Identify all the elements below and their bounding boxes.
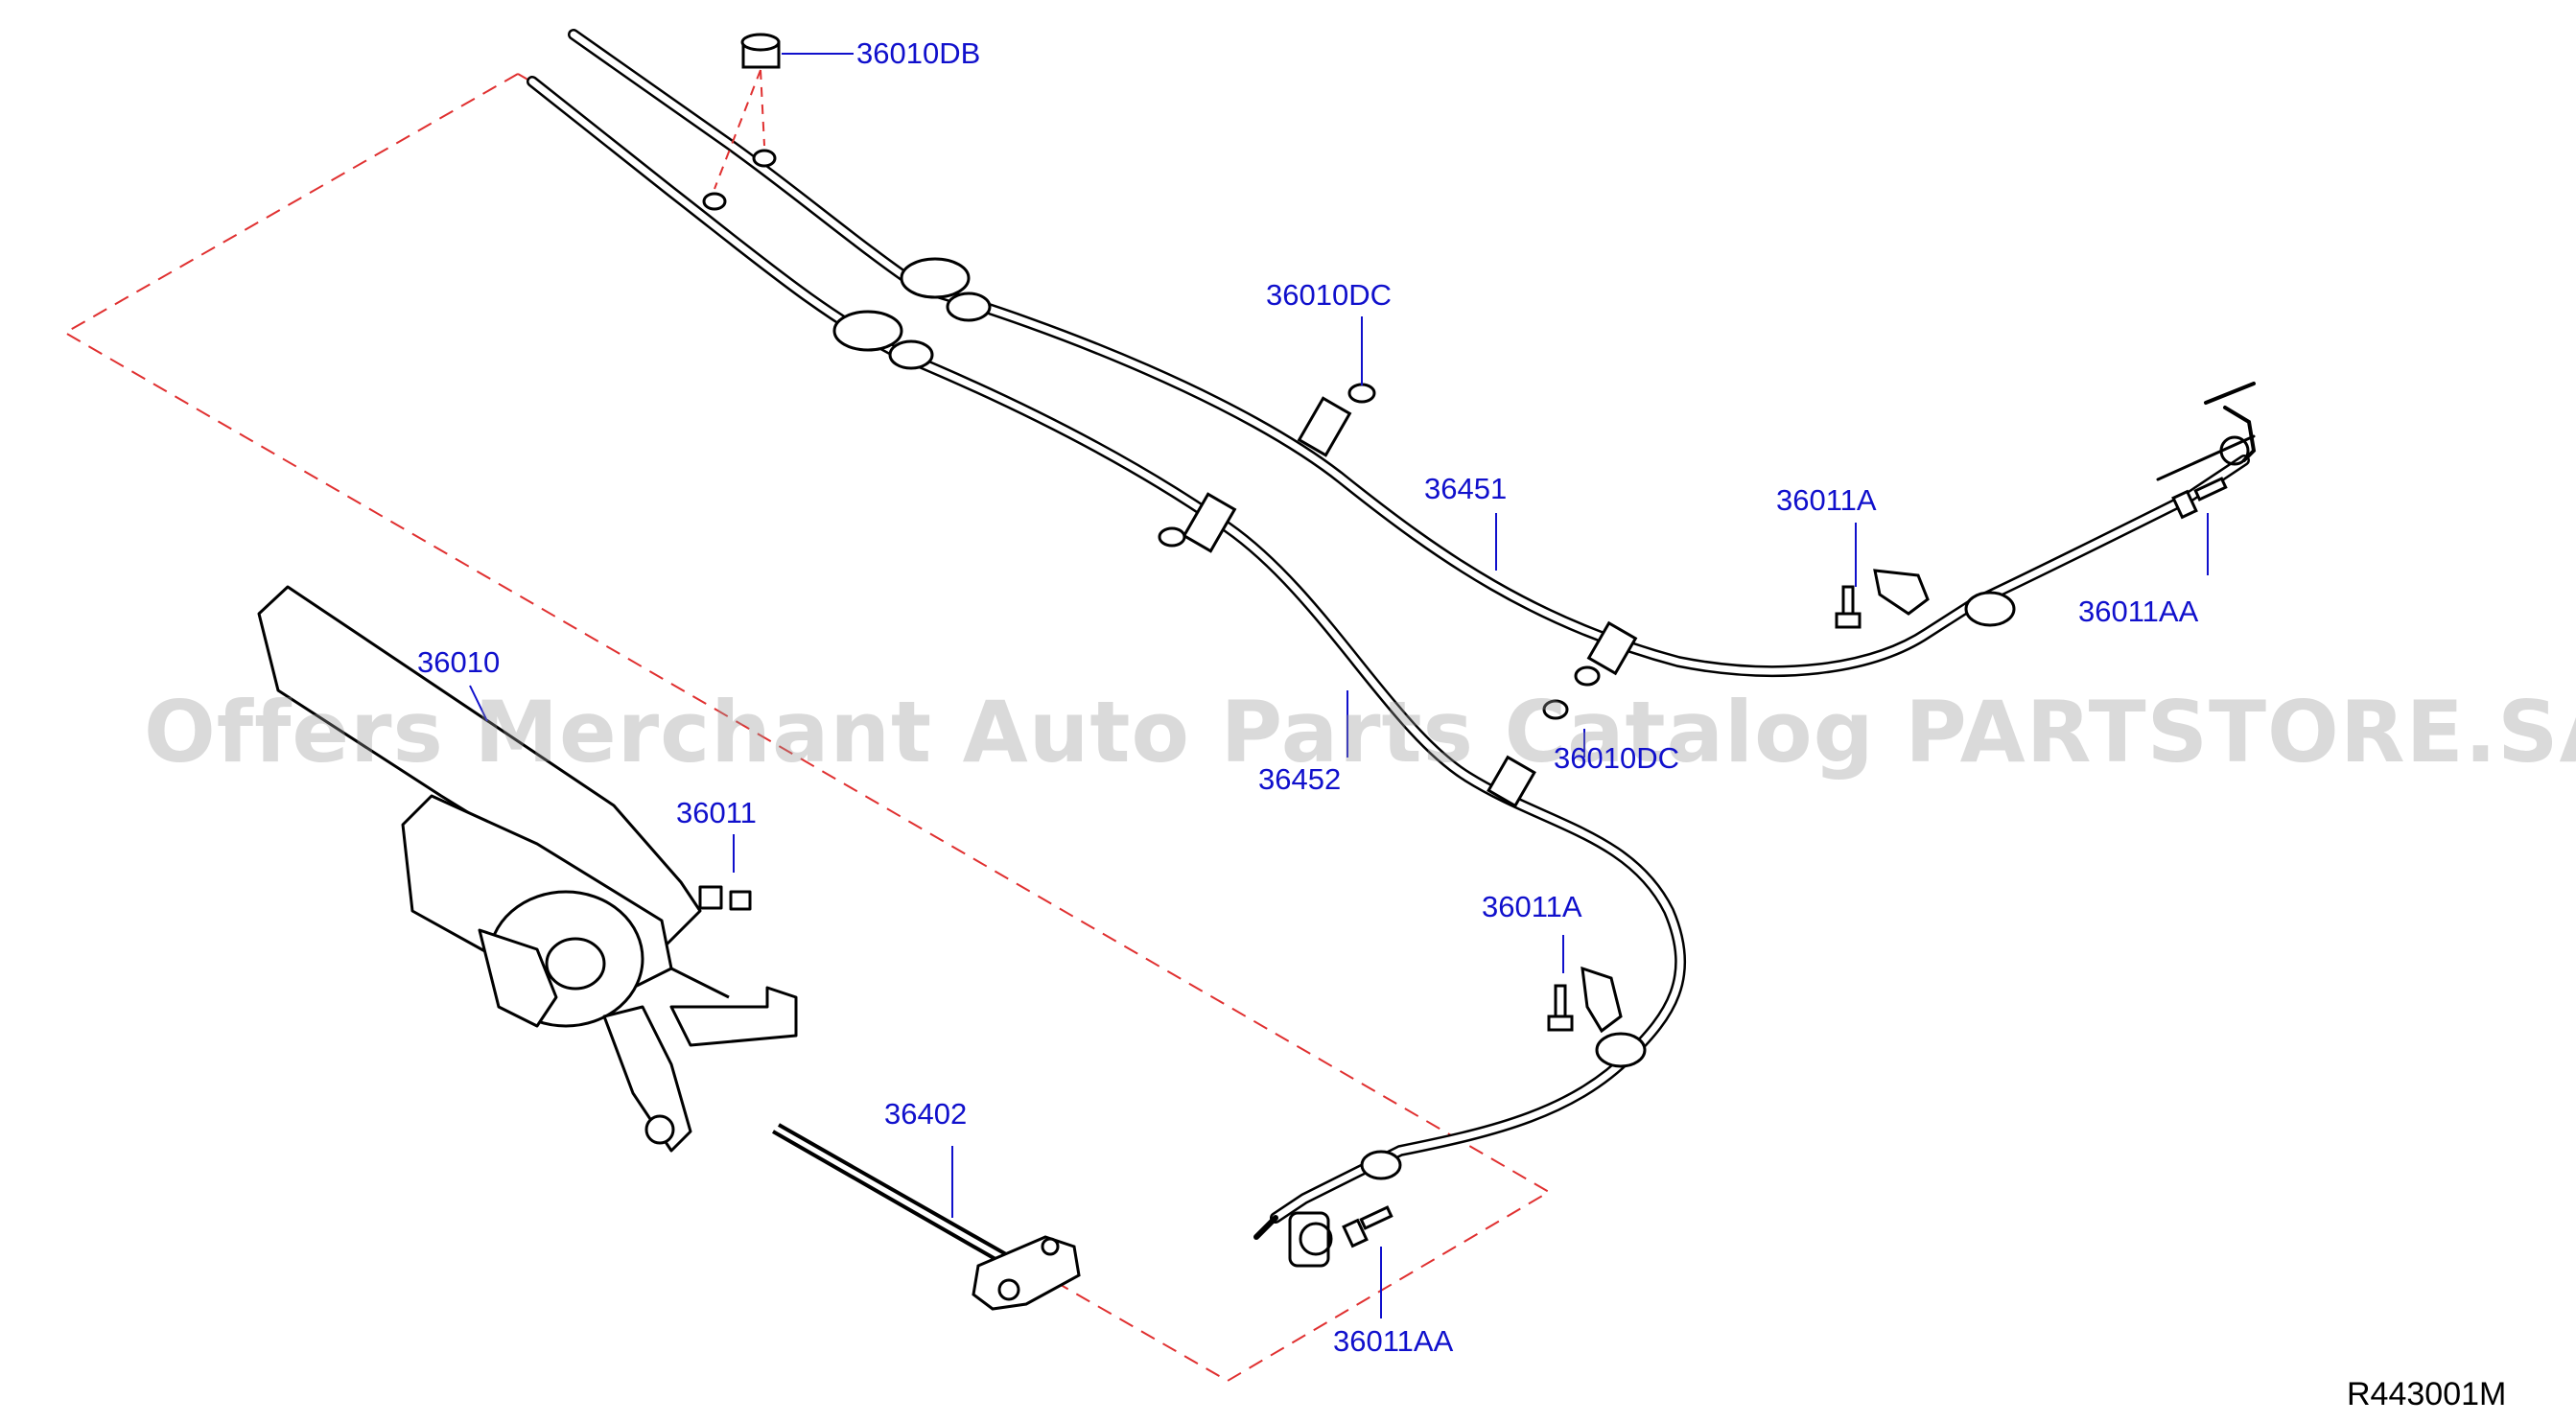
- part-label-36402[interactable]: 36402: [884, 1097, 968, 1131]
- reference-code: R443001M: [2347, 1376, 2507, 1412]
- part-label-36451[interactable]: 36451: [1424, 472, 1508, 505]
- cable-36451: [568, 29, 2257, 677]
- cable-brackets: [1182, 396, 1930, 1034]
- part-label-36452[interactable]: 36452: [1258, 762, 1342, 796]
- leader-lines: [469, 53, 2209, 1318]
- watermark: Offers Merchant Auto Parts Catalog PARTS…: [144, 683, 2576, 781]
- part-label-36010DB[interactable]: 36010DB: [856, 36, 981, 70]
- part-label-36011AA-lower[interactable]: 36011AA: [1333, 1324, 1454, 1358]
- part-label-36011A-lower[interactable]: 36011A: [1482, 890, 1582, 923]
- fastener-nuts: [702, 33, 1601, 720]
- cable-36452: [527, 76, 1687, 1268]
- cable-grommets: [832, 257, 2016, 1180]
- nut-link-dashes: [714, 69, 765, 190]
- part-label-36011AA-right[interactable]: 36011AA: [2078, 595, 2199, 628]
- part-label-36010DC-upper[interactable]: 36010DC: [1266, 278, 1392, 312]
- brake-lever-assembly: [257, 585, 798, 1153]
- cable-adjuster-36402: [772, 1123, 1081, 1311]
- part-label-36010[interactable]: 36010: [417, 645, 501, 679]
- part-label-36011A-right[interactable]: 36011A: [1776, 483, 1877, 517]
- fastener-bolts: [1342, 477, 2228, 1248]
- part-label-36011[interactable]: 36011: [676, 796, 757, 829]
- part-label-36010DC-lower[interactable]: 36010DC: [1554, 741, 1679, 775]
